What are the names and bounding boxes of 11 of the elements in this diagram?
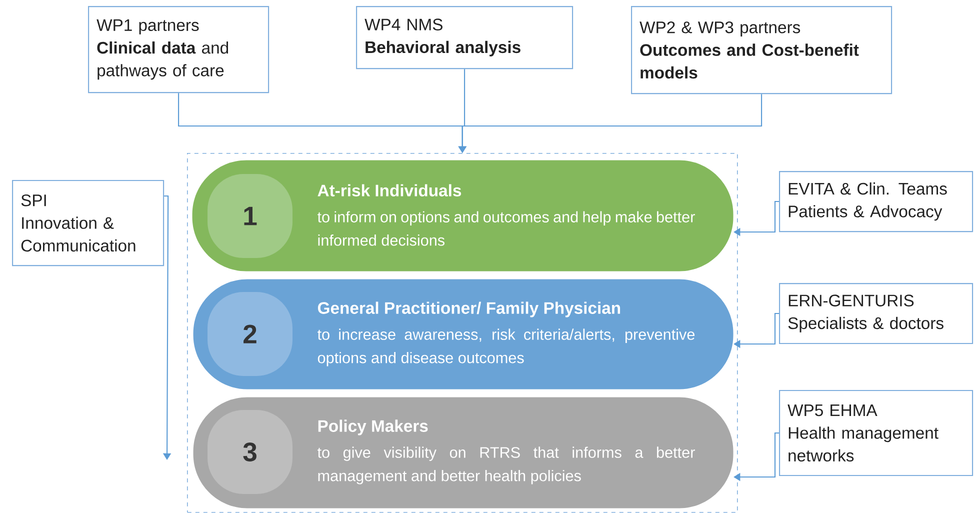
text-box: EVITA & Clin. Teams Patients & Advocacy: [779, 171, 974, 232]
text-box: ERN-GENTURIS Specialists & doctors: [779, 283, 974, 344]
text-box: WP5 EHMA Health management networks: [779, 390, 974, 476]
number-badge: 1: [208, 174, 292, 258]
text-box: WP2 & WP3 partners Outcomes and Cost-benefit models: [631, 6, 892, 94]
number-badge: 3: [208, 410, 292, 494]
dashed-frame: [187, 153, 738, 513]
text-box: WP1 partners Clinical data and pathways of care: [88, 6, 270, 94]
text-box: SPI Innovation & Communication: [12, 180, 164, 266]
text-box: WP4 NMS Behavioral analysis: [356, 6, 574, 70]
number-badge: 2: [208, 292, 292, 376]
